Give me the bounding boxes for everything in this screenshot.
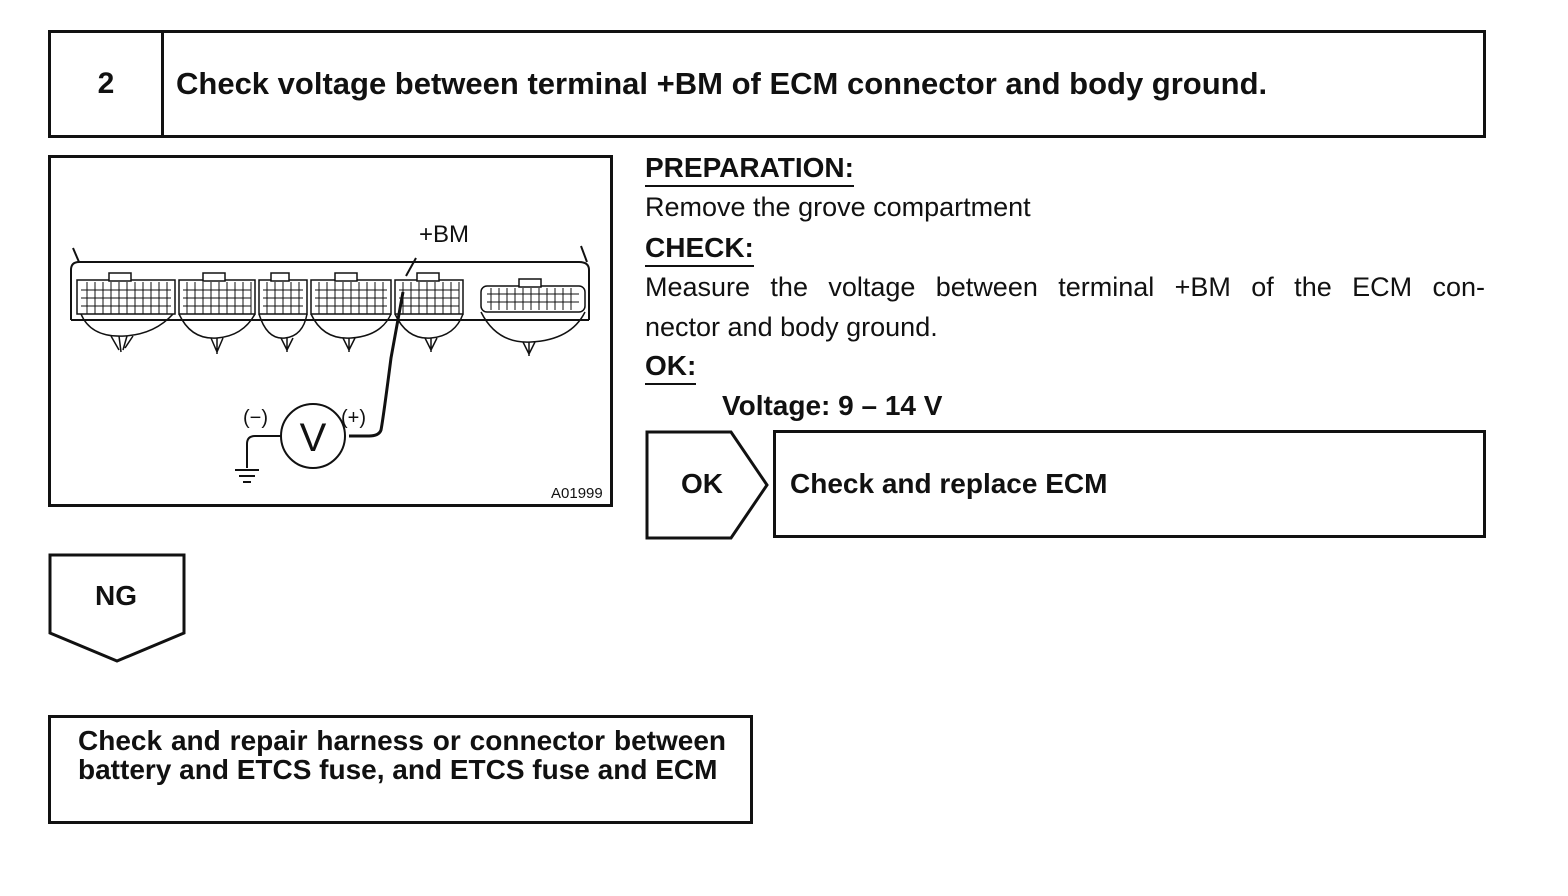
voltmeter-icon: [280, 403, 346, 469]
negative-probe-lead: [246, 435, 281, 468]
preparation-heading-text: PREPARATION:: [645, 152, 854, 187]
positive-probe-lead: [349, 291, 405, 438]
ok-result-box: Check and replace ECM: [773, 430, 1486, 538]
ok-arrow-icon: [645, 430, 769, 540]
ecm-housing: [70, 261, 590, 320]
ok-result-text: Check and replace ECM: [790, 468, 1108, 499]
connector-5: [394, 279, 464, 315]
ng-result-box: Check and repair harness or connector be…: [48, 715, 753, 824]
step-number: 2: [51, 33, 164, 135]
check-heading: CHECK:: [645, 232, 754, 267]
minus-label: (−): [243, 407, 268, 429]
step-header: 2 Check voltage between terminal +BM of …: [48, 30, 1486, 138]
plus-label: (+): [341, 407, 366, 429]
step-title: Check voltage between terminal +BM of EC…: [176, 66, 1268, 101]
connector-1: [76, 279, 176, 315]
preparation-text: Remove the grove compartment: [645, 192, 1031, 222]
figure-code: A01999: [551, 485, 603, 502]
ok-heading: OK:: [645, 350, 697, 385]
ok-voltage-spec: Voltage: 9 – 14 V: [722, 390, 943, 421]
voltmeter-symbol: V: [300, 416, 327, 460]
wire-harness: [80, 311, 586, 356]
ng-result-text: Check and repair harness or connector be…: [78, 725, 726, 785]
connector-2: [178, 279, 256, 315]
terminal-label: +BM: [419, 221, 469, 248]
connector-6: [480, 285, 586, 313]
check-text-line-2: nector and body ground.: [645, 312, 938, 342]
ng-label: NG: [95, 580, 137, 611]
ok-label: OK: [681, 468, 723, 499]
ecm-connector-diagram: +BM (−) (+) V A01999: [70, 221, 603, 502]
preparation-heading: PREPARATION:: [645, 152, 854, 187]
ok-heading-text: OK:: [645, 350, 697, 385]
ng-arrow-icon: [48, 553, 186, 663]
ecm-connector-figure: +BM (−) (+) V A01999: [48, 155, 613, 507]
ground-symbol: [235, 469, 259, 483]
check-heading-text: CHECK:: [645, 232, 754, 267]
check-text-line-1: Measure the voltage between terminal +BM…: [645, 272, 1485, 302]
